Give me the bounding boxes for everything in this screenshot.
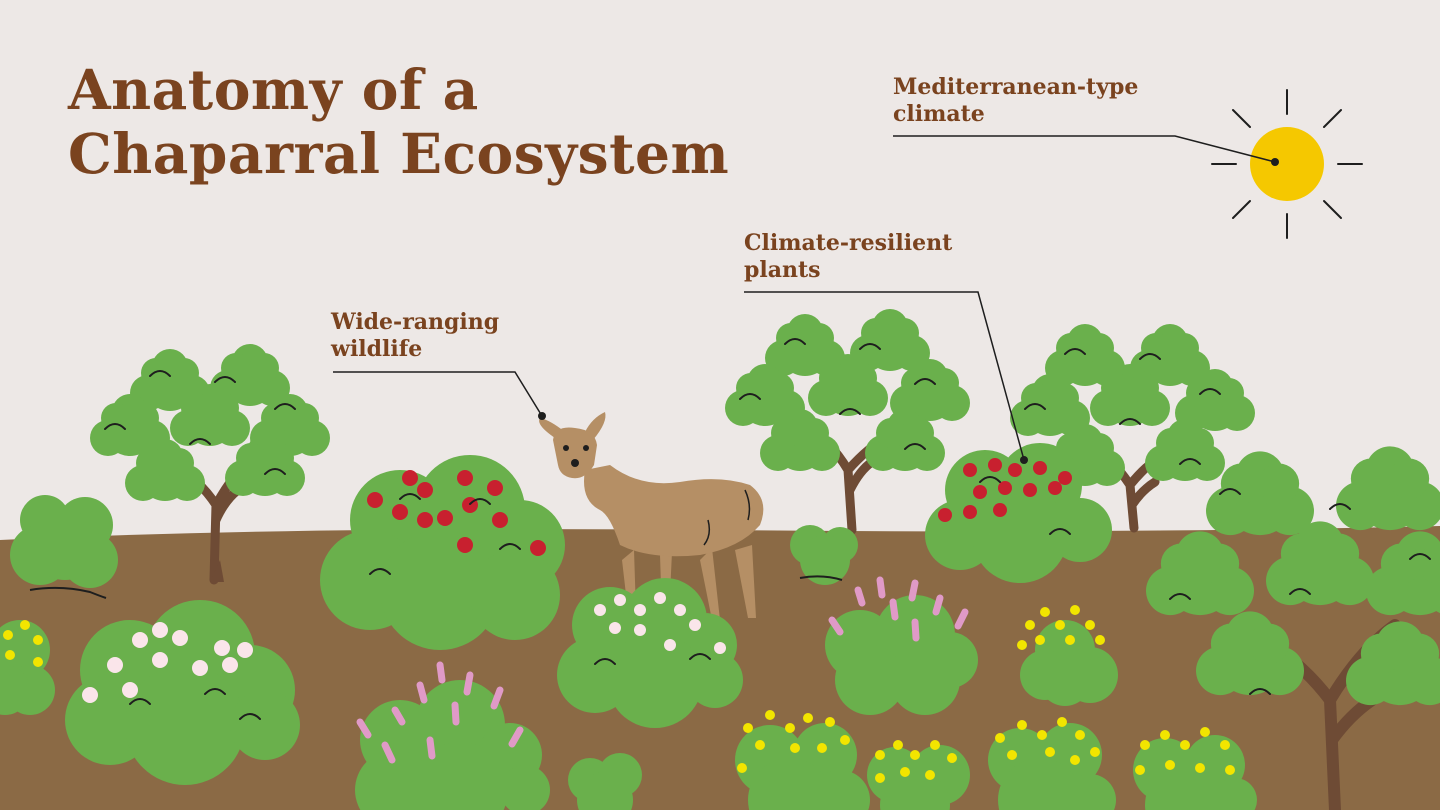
- tree-icon: [725, 309, 970, 535]
- label-wildlife: Wide-ranging wildlife: [331, 309, 499, 363]
- shrub-icon: [988, 717, 1116, 810]
- shrub-icon: [568, 753, 642, 810]
- shrub-icon: [355, 661, 550, 810]
- shrub-icon: [65, 600, 300, 785]
- tree-icon: [1146, 446, 1440, 810]
- shrub-icon: [790, 525, 858, 585]
- deer-icon: [539, 412, 764, 620]
- shrub-icon: [557, 578, 743, 728]
- shrub-icon: [735, 710, 870, 810]
- tree-icon: [90, 344, 330, 585]
- leader-line-climate: [893, 135, 1279, 166]
- sun-icon: [1211, 89, 1363, 239]
- label-plants: Climate-resilient plants: [744, 230, 952, 284]
- leader-line-plants: [744, 291, 1028, 464]
- label-wildlife-line-1: Wide-ranging: [331, 309, 500, 335]
- label-plants-line-1: Climate-resilient: [744, 230, 953, 256]
- label-wildlife-line-2: wildlife: [331, 336, 423, 362]
- label-climate-line-2: climate: [893, 101, 985, 127]
- shrub-icon: [320, 455, 565, 650]
- title-line-1: Anatomy of a: [68, 57, 479, 122]
- shrub-icon: [0, 620, 55, 715]
- label-climate: Mediterranean-type climate: [893, 74, 1138, 128]
- title-line-2: Chaparral Ecosystem: [68, 121, 730, 186]
- leader-line-wildlife: [333, 371, 546, 420]
- label-plants-line-2: plants: [744, 257, 821, 283]
- shrub-icon: [10, 495, 118, 599]
- shrub-icon: [867, 740, 970, 810]
- shrub-icon: [825, 576, 978, 715]
- label-climate-line-1: Mediterranean-type: [893, 74, 1139, 100]
- shrub-icon: [1133, 727, 1257, 810]
- shrub-icon: [925, 443, 1112, 583]
- shrub-icon: [1017, 605, 1118, 706]
- page-title: Anatomy of a Chaparral Ecosystem: [68, 58, 729, 186]
- tree-icon: [1010, 324, 1255, 533]
